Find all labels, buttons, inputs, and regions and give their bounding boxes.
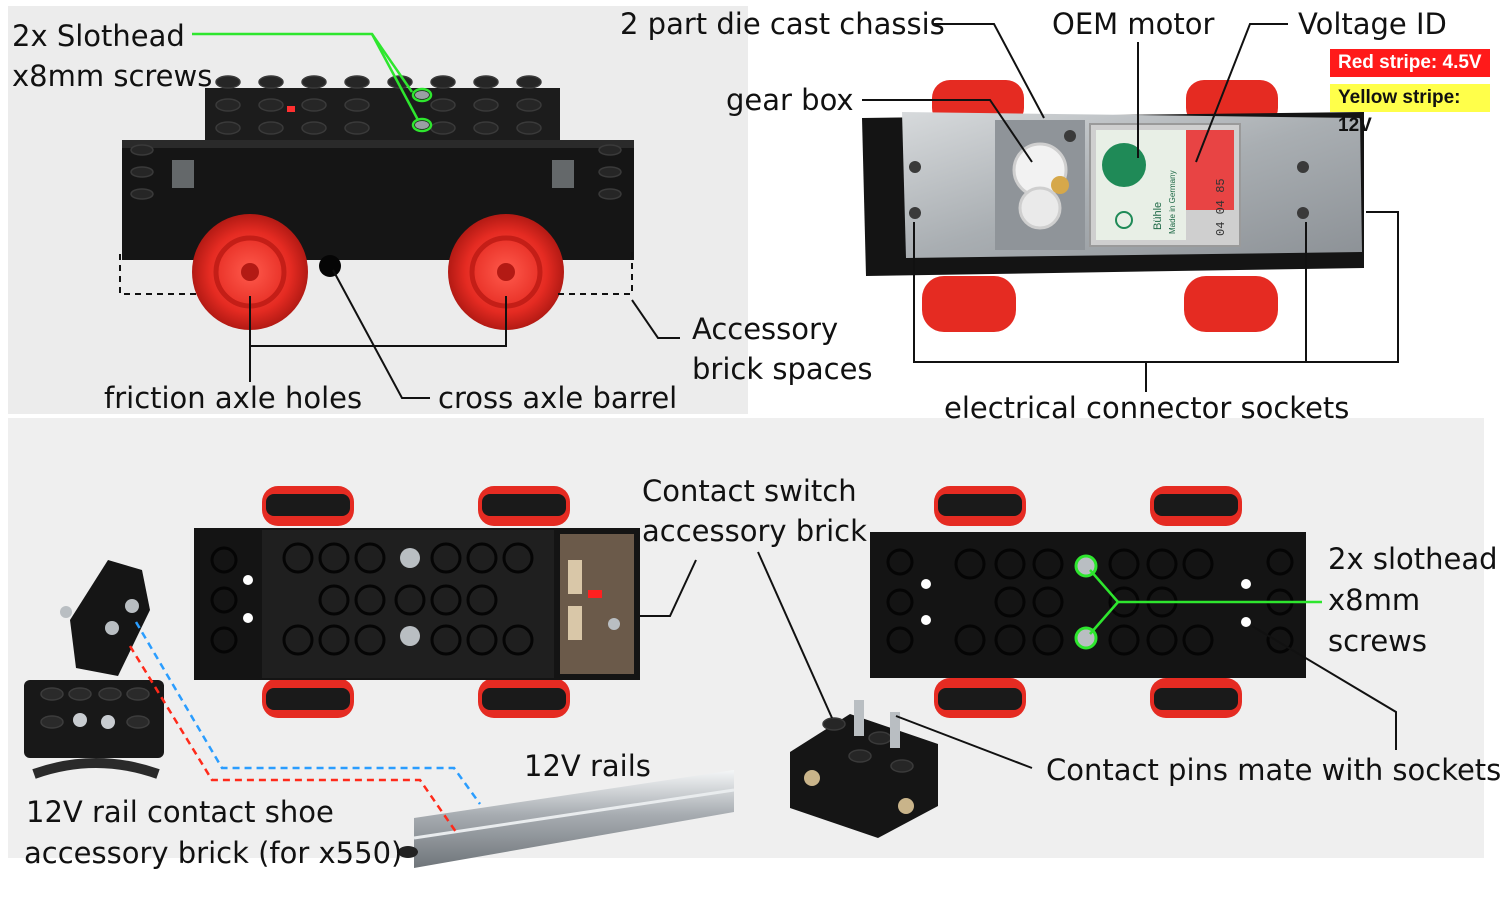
screw-icon [400, 626, 420, 646]
label-gear-box: gear box [726, 83, 854, 117]
label-slothead-bottom-2: x8mm [1328, 583, 1421, 617]
motor-number: 04 04 85 [1214, 178, 1228, 236]
rail-contact-shoe [24, 560, 164, 779]
contact-pins-brick [790, 700, 938, 838]
motor-made-in: Made in Germany [1168, 170, 1177, 234]
label-slothead-top-1: 2x Slothead [12, 19, 185, 53]
contact-switch-brick [560, 534, 634, 674]
voltage-tag-yellow: Yellow stripe: 12V [1330, 84, 1490, 136]
label-connector-sockets: electrical connector sockets [944, 391, 1350, 425]
label-contact-switch-2: accessory brick [642, 514, 867, 548]
screw-icon [400, 548, 420, 568]
wheel-left [192, 214, 308, 330]
motor-brick-side [122, 75, 634, 330]
screw-icon [1074, 626, 1098, 650]
label-contact-pins: Contact pins mate with sockets [1046, 753, 1500, 787]
label-cross-axle-barrel: cross axle barrel [438, 381, 678, 415]
open-chassis [862, 80, 1364, 332]
voltage-tag-red: Red stripe: 4.5V [1330, 49, 1490, 77]
label-accessory-spaces-2: brick spaces [692, 352, 873, 386]
screw-icon [1074, 554, 1098, 578]
underside-plain [870, 486, 1306, 718]
label-12v-rails: 12V rails [524, 749, 651, 783]
screw-icon [415, 121, 429, 129]
underside-contact-switch [194, 486, 640, 718]
label-slothead-bottom-3: screws [1328, 624, 1428, 658]
label-voltage-id: Voltage ID [1298, 7, 1447, 41]
label-oem-motor: OEM motor [1052, 7, 1215, 41]
label-slothead-bottom-1: 2x slothead [1328, 542, 1498, 576]
screw-icon [415, 91, 429, 99]
label-friction-axle-holes: friction axle holes [104, 381, 363, 415]
gear-icon [1018, 186, 1062, 230]
label-rail-shoe-1: 12V rail contact shoe [26, 795, 334, 829]
axle-barrel-icon [319, 255, 341, 277]
label-die-cast-chassis: 2 part die cast chassis [620, 7, 945, 41]
label-slothead-top-2: x8mm screws [12, 59, 213, 93]
label-accessory-spaces-1: Accessory [692, 312, 839, 346]
rail-12v [398, 770, 735, 868]
wheel-right [448, 214, 564, 330]
label-contact-switch-1: Contact switch [642, 474, 857, 508]
label-rail-shoe-2: accessory brick (for x550) [24, 836, 403, 870]
